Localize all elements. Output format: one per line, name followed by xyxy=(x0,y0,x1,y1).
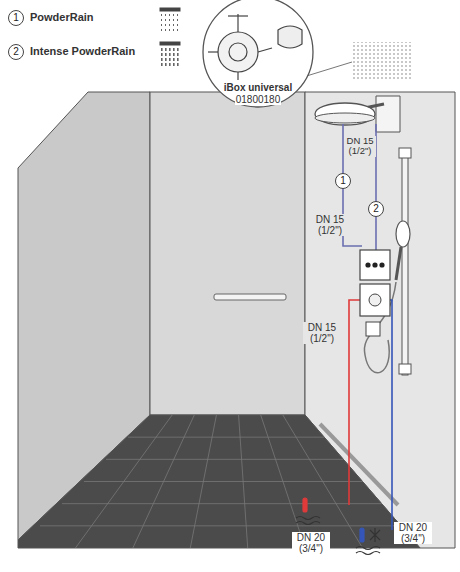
thermostat-knob xyxy=(369,294,381,306)
legend-label: PowderRain xyxy=(30,11,94,23)
ibox-illustration xyxy=(208,14,302,80)
hand-shower-head xyxy=(396,221,410,247)
part-label: iBox universal xyxy=(223,82,293,93)
pipe-size-label: DN 20 (3/4") xyxy=(292,532,330,554)
legend-label: Intense PowderRain xyxy=(30,45,135,57)
drain-channel xyxy=(320,424,398,505)
callout-number: 1 xyxy=(13,13,19,23)
diverter-plate xyxy=(360,250,390,280)
button xyxy=(372,262,377,267)
callout-number: 1 xyxy=(340,176,346,186)
rail-bracket xyxy=(399,148,411,158)
callout-circle: 1 xyxy=(335,173,351,189)
floor-tile-lines xyxy=(40,415,401,548)
pipe-size-label: DN 15 (1/2") xyxy=(303,322,341,344)
back-wall xyxy=(150,92,305,415)
cold-water-symbol xyxy=(356,528,380,555)
callout-circle: 2 xyxy=(8,44,24,60)
callout-number: 2 xyxy=(13,47,19,57)
hot-water-symbol xyxy=(296,498,320,525)
magnifier-circle xyxy=(203,0,313,107)
rail-bracket xyxy=(399,364,411,374)
pipe-size-label: DN 20 (3/4") xyxy=(394,522,432,544)
wall-outlet xyxy=(366,322,380,336)
rain-icons xyxy=(160,8,180,45)
rain-drops xyxy=(161,14,179,66)
overhead-shower xyxy=(315,103,375,125)
button xyxy=(365,262,370,267)
ibox-area xyxy=(352,42,412,80)
thermostat-plate xyxy=(360,284,390,316)
part-label: 01800180 xyxy=(235,94,282,105)
pipe-size-label: DN 15 (1/2") xyxy=(312,214,348,236)
callout-circle: 2 xyxy=(368,201,384,217)
button xyxy=(379,262,384,267)
overhead-shower-face xyxy=(315,113,375,123)
hand-shower-grip xyxy=(396,247,401,280)
cold-supply xyxy=(390,300,392,530)
towel-bar xyxy=(214,294,286,300)
wall-mount xyxy=(376,96,400,132)
callout-circle: 1 xyxy=(8,10,24,26)
hot-supply xyxy=(349,300,360,505)
callout-number: 2 xyxy=(373,204,379,214)
shower-rail xyxy=(402,150,408,375)
pipe-size-label: DN 15 (1/2") xyxy=(344,136,376,157)
tiled-floor xyxy=(18,415,420,548)
